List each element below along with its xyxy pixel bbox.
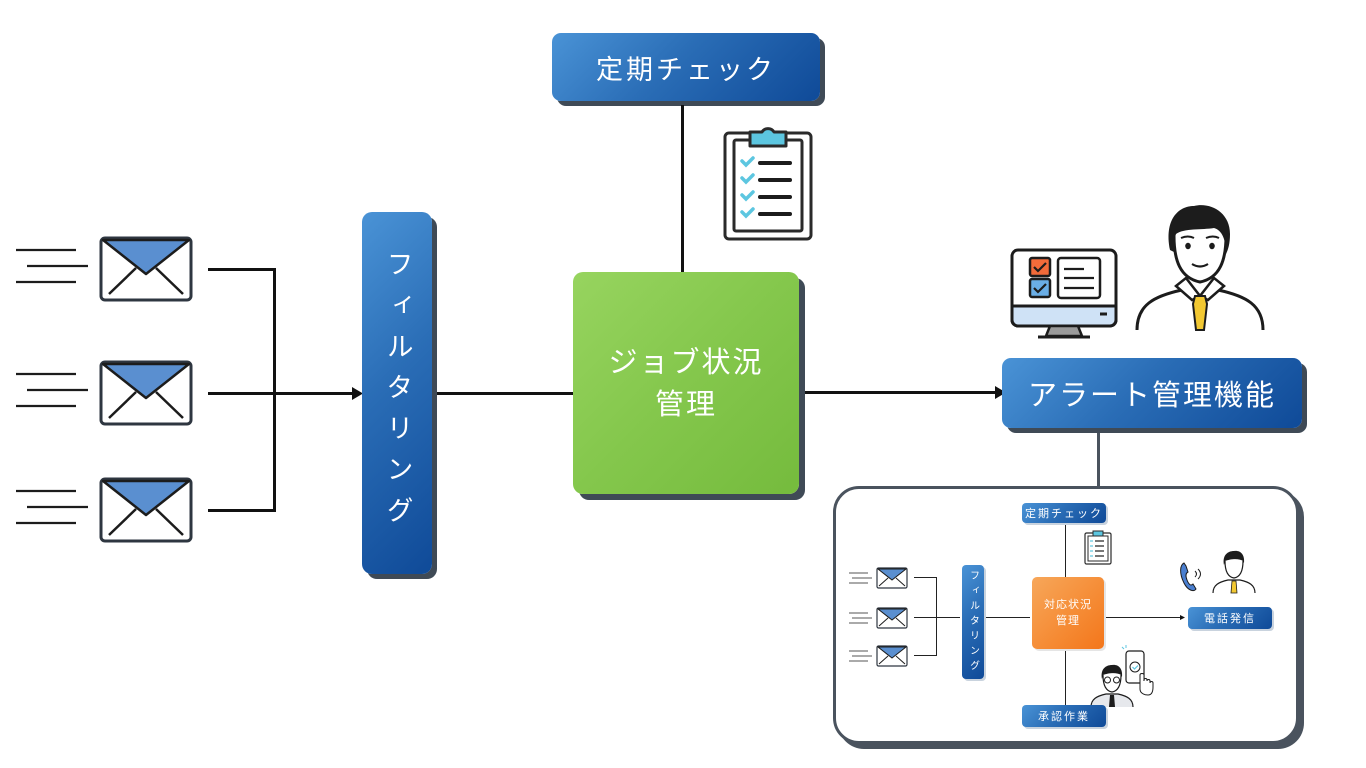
filtering-node: フィルタリング (362, 212, 432, 574)
inset-periodic-check-node: 定期チェック (1022, 503, 1106, 523)
inset-approval-node: 承認作業 (1022, 705, 1106, 727)
inset-approval-label: 承認作業 (1038, 710, 1090, 723)
smartphone-tap-icon (1121, 645, 1154, 696)
arrowhead-icon (352, 387, 363, 400)
arrowhead-icon (995, 386, 1006, 399)
job-status-node: ジョブ状況 管理 (573, 272, 799, 494)
alert-management-node: アラート管理機能 (1002, 358, 1302, 428)
envelope-icon (16, 477, 193, 543)
connector-line (986, 617, 1030, 618)
inset-phone-call-node: 電話発信 (1188, 607, 1272, 629)
connector-line (208, 509, 276, 512)
inset-status-label-line1: 対応状況 (1044, 598, 1092, 611)
connector-line (1097, 433, 1100, 486)
clipboard-checklist-icon (723, 127, 813, 241)
connector-line (208, 392, 358, 395)
inset-filtering-label: フィルタリング (967, 569, 979, 675)
envelope-icon (16, 360, 193, 426)
job-status-label-line2: 管理 (654, 387, 717, 421)
connector-line (681, 105, 684, 273)
inset-phone-call-label: 電話発信 (1204, 612, 1256, 625)
inset-periodic-check-label: 定期チェック (1025, 507, 1103, 520)
connector-line (914, 577, 936, 578)
inset-filtering-node: フィルタリング (962, 565, 984, 679)
arrowhead-icon (1180, 615, 1185, 620)
connector-line (805, 391, 1000, 394)
monitor-checklist-icon (1010, 248, 1118, 339)
connector-line (1065, 651, 1066, 707)
connector-line (1106, 617, 1182, 618)
envelope-icon (16, 236, 193, 302)
envelope-icon (849, 645, 908, 667)
envelope-icon (849, 567, 908, 589)
envelope-icon (849, 607, 908, 629)
connector-line (273, 268, 276, 512)
inset-status-node: 対応状況 管理 (1032, 577, 1104, 649)
job-status-label-line1: ジョブ状況 (608, 345, 764, 379)
periodic-check-node: 定期チェック (552, 33, 820, 101)
inset-status-label-line2: 管理 (1056, 614, 1080, 627)
alert-management-label: アラート管理機能 (1027, 378, 1276, 412)
businessman-glasses-icon (1090, 664, 1134, 708)
clipboard-checklist-icon (1084, 530, 1112, 565)
phone-ringing-icon (1180, 562, 1201, 592)
connector-line (1065, 525, 1066, 577)
inset-example-diagram: フィルタリング 定期チェック 対応状況 管理 電話発信 (833, 486, 1299, 744)
businessman-icon (1212, 550, 1256, 594)
connector-line (208, 268, 276, 271)
connector-line (914, 617, 960, 618)
connector-line (437, 392, 573, 395)
businessman-icon (1135, 205, 1265, 331)
periodic-check-label: 定期チェック (596, 54, 776, 86)
connector-line (914, 655, 936, 656)
connector-line (936, 577, 937, 656)
filtering-label: フィルタリング (381, 249, 413, 537)
